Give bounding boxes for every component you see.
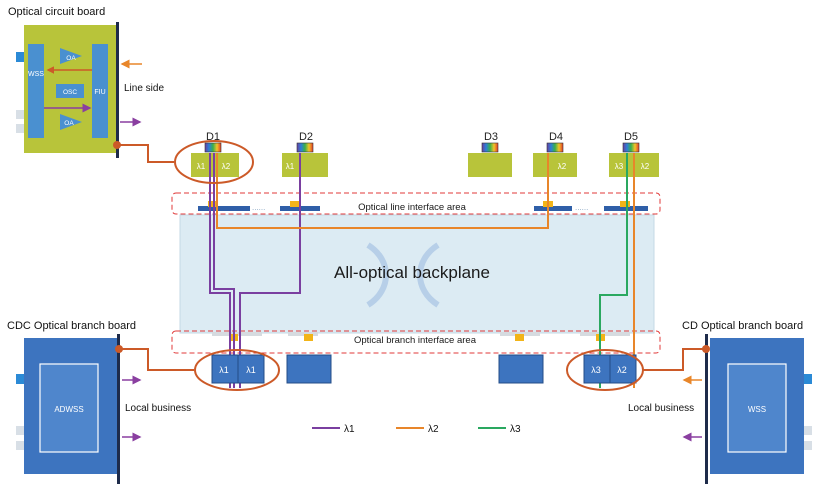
local-business-left: Local business bbox=[125, 403, 191, 414]
right-port-2: λ2 bbox=[617, 365, 627, 375]
cdc-branch-board: ADWSS bbox=[16, 334, 142, 484]
line-side-label: Line side bbox=[124, 83, 164, 94]
legend-label-l1: λ1 bbox=[344, 424, 355, 435]
cdc-board-title: CDC Optical branch board bbox=[7, 320, 136, 332]
line-dots-right: ...... bbox=[575, 203, 588, 212]
backplane-title: All-optical backplane bbox=[334, 263, 490, 282]
branch-interface-area bbox=[171, 330, 661, 354]
d1-ch2: λ2 bbox=[222, 162, 231, 171]
cdc-link-dot bbox=[115, 345, 123, 353]
cdc-to-ports-link bbox=[119, 348, 194, 371]
cd-branch-board: WSS bbox=[682, 334, 812, 484]
cd-link-dot bbox=[702, 345, 710, 353]
cd-to-ports-link bbox=[643, 348, 706, 371]
line-dots: ...... bbox=[252, 203, 265, 212]
circuit-to-d1-link bbox=[117, 144, 174, 163]
d5-ch2: λ2 bbox=[641, 162, 650, 171]
left-port-2: λ1 bbox=[246, 365, 256, 375]
degree-d2: D2 λ1 bbox=[282, 131, 328, 177]
optical-circuit-board: WSS FIU OA OSC OA bbox=[16, 22, 142, 158]
branch-ports-right: λ3 λ2 bbox=[583, 354, 637, 384]
adwss-label: ADWSS bbox=[54, 405, 83, 414]
legend-label-l2: λ2 bbox=[428, 424, 439, 435]
degree-label-d5: D5 bbox=[624, 131, 638, 143]
left-port-1: λ1 bbox=[219, 365, 229, 375]
oa-top-label: OA bbox=[66, 55, 76, 62]
right-port-1: λ3 bbox=[591, 365, 601, 375]
d4-ch1: λ2 bbox=[558, 162, 567, 171]
lambda2-paths bbox=[216, 153, 635, 388]
d1-ch1: λ1 bbox=[197, 162, 206, 171]
circuit-link-dot bbox=[113, 141, 121, 149]
legend: λ1 λ2 λ3 bbox=[312, 424, 521, 435]
line-interface-label: Optical line interface area bbox=[358, 202, 466, 213]
degree-d4: D4 λ2 bbox=[533, 131, 577, 177]
branch-ports-left: λ1 λ1 bbox=[211, 354, 265, 384]
degree-label-d3: D3 bbox=[484, 131, 498, 143]
line-interface-area bbox=[171, 192, 661, 215]
d5-ch1: λ3 bbox=[615, 162, 624, 171]
branch-port-empty-2 bbox=[498, 354, 544, 384]
degree-label-d1: D1 bbox=[206, 131, 220, 143]
degree-label-d2: D2 bbox=[299, 131, 313, 143]
highlight-left-ports bbox=[194, 349, 280, 391]
branch-port-empty-1 bbox=[286, 354, 332, 384]
lambda3-paths bbox=[599, 153, 628, 388]
cd-board-title: CD Optical branch board bbox=[682, 320, 803, 332]
local-business-right: Local business bbox=[628, 403, 694, 414]
legend-label-l3: λ3 bbox=[510, 424, 521, 435]
degree-d3: D3 bbox=[468, 131, 512, 177]
branch-interface-label: Optical branch interface area bbox=[354, 335, 477, 346]
cd-wss-label: WSS bbox=[748, 405, 766, 414]
backplane-x-mark bbox=[366, 242, 440, 308]
highlight-d1 bbox=[174, 140, 254, 184]
oa-bottom-label: OA bbox=[64, 120, 74, 127]
degree-label-d4: D4 bbox=[549, 131, 563, 143]
d2-ch1: λ1 bbox=[286, 162, 295, 171]
wss-label: WSS bbox=[28, 71, 44, 78]
circuit-board-title: Optical circuit board bbox=[8, 6, 105, 18]
osc-label: OSC bbox=[63, 89, 77, 96]
backplane bbox=[179, 214, 655, 334]
fiu-label: FIU bbox=[94, 89, 105, 96]
lambda1-paths bbox=[209, 153, 301, 388]
